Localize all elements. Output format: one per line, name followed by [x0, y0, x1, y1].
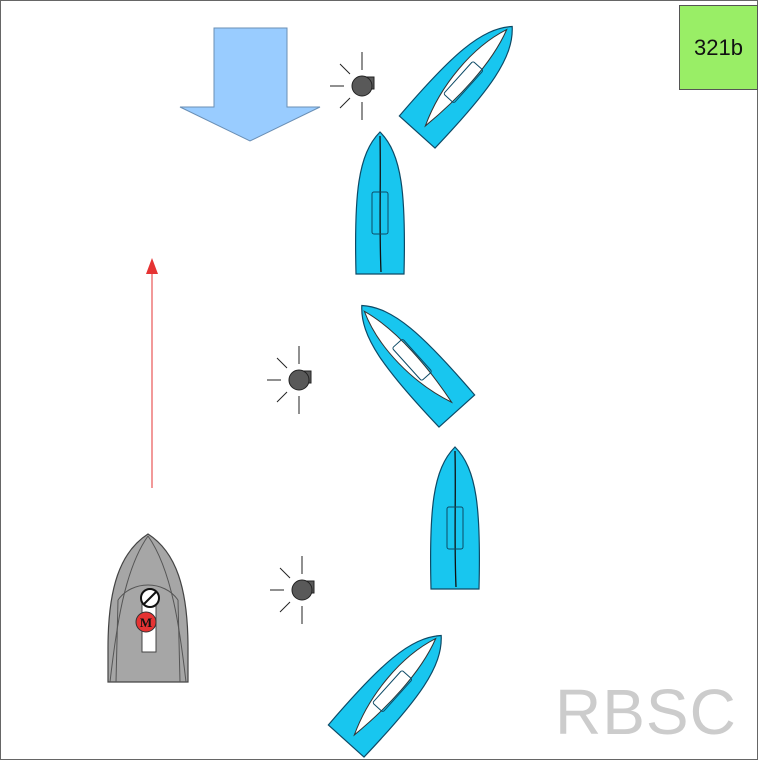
motorboat-icon: M: [107, 533, 189, 683]
watermark: RBSC: [555, 676, 737, 748]
no-sail-icon: [140, 588, 160, 608]
sailboat-icon: [398, 9, 531, 149]
sailboat-icon: [354, 131, 406, 275]
scenario-badge: 321b: [679, 5, 758, 90]
wind-arrow-icon: [179, 27, 321, 142]
course-arrow-icon: [146, 258, 158, 488]
whistle-icon: [329, 51, 375, 121]
motor-symbol-label: M: [140, 615, 152, 630]
sailboat-icon: [429, 446, 481, 590]
whistle-icon: [266, 345, 312, 415]
sailboat-icon: [327, 618, 460, 758]
whistle-icon: [269, 555, 315, 625]
motor-symbol-icon: [135, 611, 157, 633]
sailboat-icon: [343, 288, 476, 428]
